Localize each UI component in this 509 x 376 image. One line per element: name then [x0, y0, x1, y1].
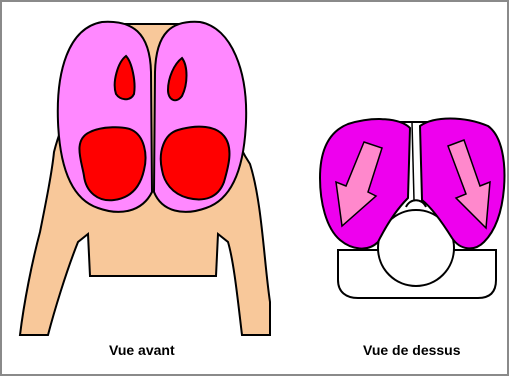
- left-lower-gland: [79, 127, 145, 200]
- front-view-caption: Vue avant: [109, 342, 175, 358]
- top-view-caption: Vue de dessus: [363, 342, 461, 358]
- front-view: [20, 22, 270, 335]
- top-view: [320, 119, 504, 299]
- center-line: [412, 122, 414, 200]
- right-lower-gland: [161, 127, 230, 200]
